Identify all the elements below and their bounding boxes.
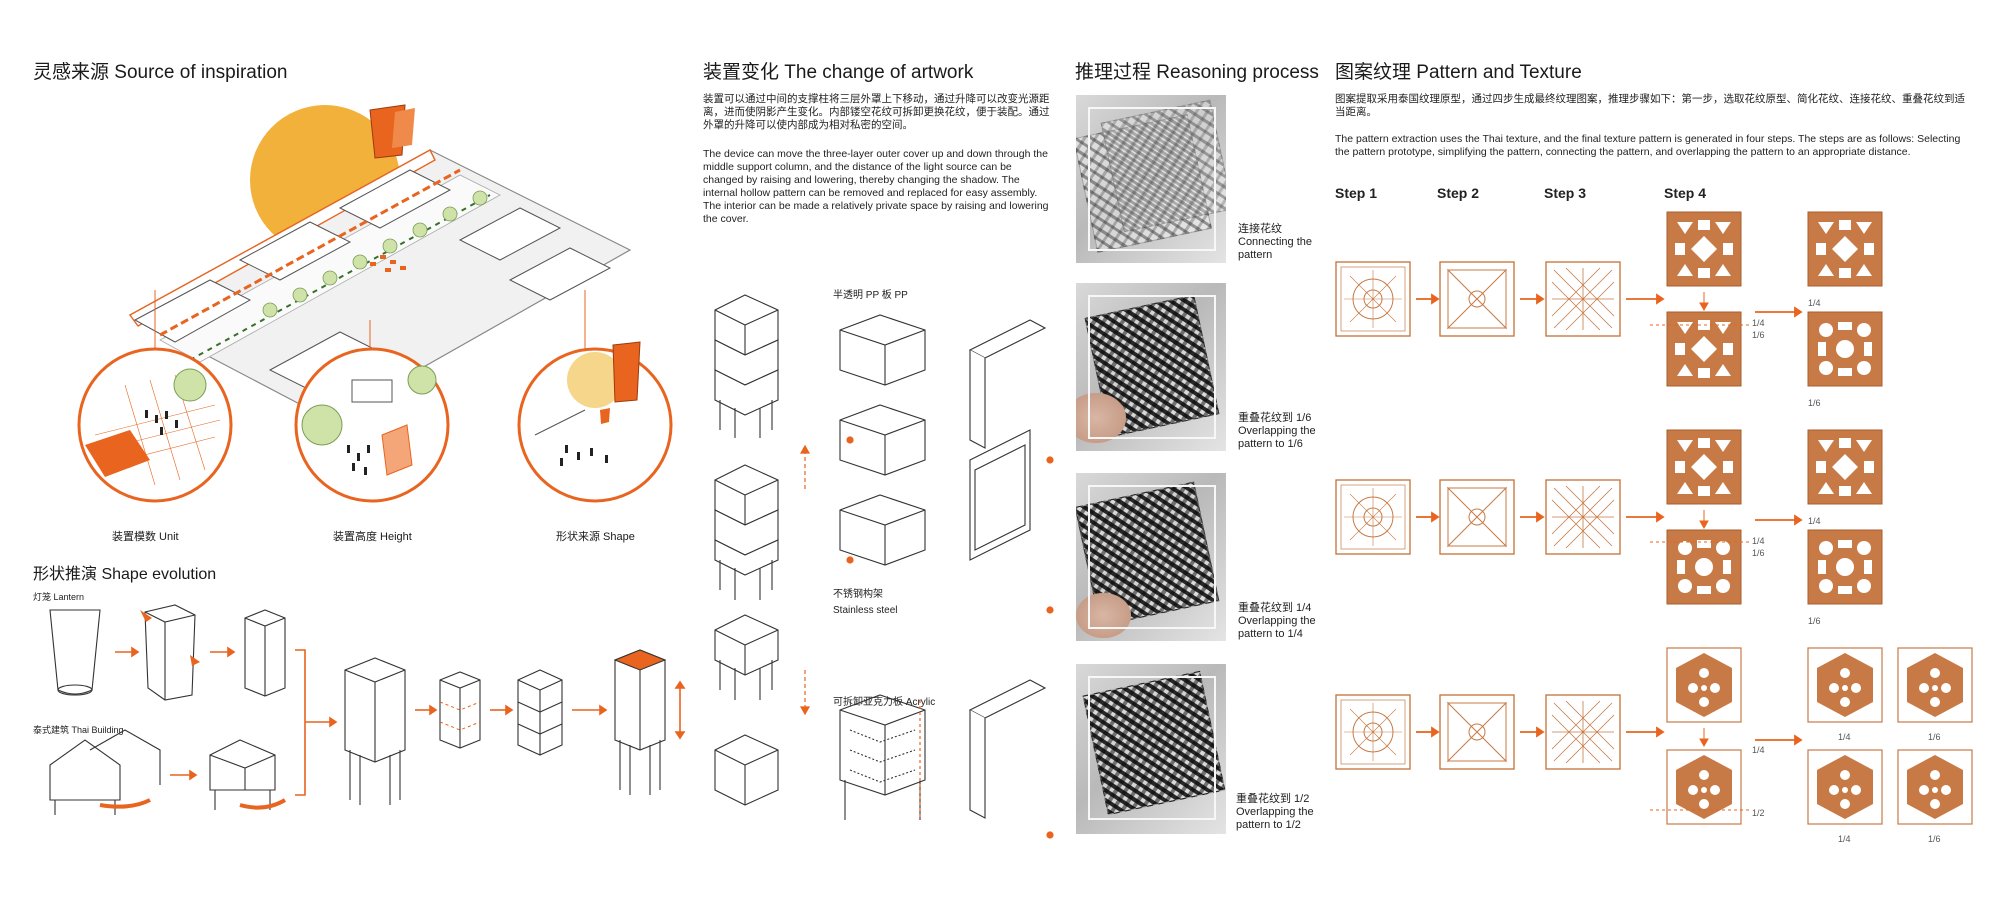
step-3-label: Step 3 [1544, 185, 1587, 201]
pattern-text-en: The pattern extraction uses the Thai tex… [1335, 133, 1961, 158]
material-steel-en-label: Stainless steel [833, 605, 898, 616]
inspiration-title: 灵感来源 Source of inspiration [33, 62, 288, 83]
artwork-text-en: The device can move the three-layer oute… [703, 148, 1049, 225]
thai-building-label: 泰式建筑 Thai Building [33, 725, 124, 735]
fraction-r1-a: 1/4 [1808, 298, 1821, 308]
lantern-label: 灯笼 Lantern [33, 592, 85, 602]
artwork-title: 装置变化 The change of artwork [703, 62, 974, 83]
shape-evolution-title: 形状推演 Shape evolution [33, 566, 217, 583]
fraction-r3-a: 1/4 [1838, 732, 1851, 742]
fraction-r1-c: 1/4 [1752, 318, 1765, 328]
artwork-text-cn: 装置可以通过中间的支撑柱将三层外罩上下移动，通过升降可以改变光源距离，进而使阴影… [703, 93, 1050, 131]
fraction-r2-c: 1/4 [1752, 536, 1765, 546]
fraction-r3-d: 1/6 [1928, 834, 1941, 844]
fraction-r3-f: 1/2 [1752, 808, 1765, 818]
height-label: 装置高度 Height [333, 531, 412, 543]
reasoning-photo-4 [1076, 664, 1226, 834]
step-2-label: Step 2 [1437, 185, 1480, 201]
unit-circle [77, 347, 233, 503]
step-1-label: Step 1 [1335, 185, 1378, 201]
fraction-r3-c: 1/4 [1838, 834, 1851, 844]
artwork-exploded-diagram [714, 294, 1054, 839]
step-4-label: Step 4 [1664, 185, 1707, 201]
material-steel-cn-label: 不锈钢构架 [833, 589, 883, 600]
fraction-r1-d: 1/6 [1752, 330, 1765, 340]
pattern-text-cn: 图案提取采用泰国纹理原型，通过四步生成最终纹理图案，推理步骤如下：第一步，选取花… [1335, 93, 1965, 118]
height-circle [294, 347, 450, 503]
material-acrylic-label: 可拆卸亚克力板 Acrylic [833, 697, 936, 708]
reasoning-title: 推理过程 Reasoning process [1075, 62, 1319, 83]
fraction-r3-e: 1/4 [1752, 745, 1765, 755]
fraction-r2-b: 1/6 [1808, 616, 1821, 626]
material-pp-label: 半透明 PP 板 PP [833, 290, 908, 301]
fraction-r1-b: 1/6 [1808, 398, 1821, 408]
fraction-r3-b: 1/6 [1928, 732, 1941, 742]
shape-evolution-diagram [49, 604, 686, 815]
pattern-title: 图案纹理 Pattern and Texture [1335, 62, 1582, 83]
pattern-steps-diagram [1335, 211, 1973, 825]
fraction-r2-a: 1/4 [1808, 516, 1821, 526]
reasoning-photo-1 [1076, 95, 1226, 263]
shape-label: 形状来源 Shape [556, 531, 635, 543]
fraction-r2-d: 1/6 [1752, 548, 1765, 558]
unit-label: 装置模数 Unit [112, 531, 179, 543]
reasoning-photo-3 [1076, 473, 1226, 641]
inspiration-illustration [128, 104, 632, 421]
lantern-stack-1 [714, 294, 779, 438]
shape-circle [517, 341, 673, 503]
reasoning-photo-2 [1076, 283, 1226, 451]
